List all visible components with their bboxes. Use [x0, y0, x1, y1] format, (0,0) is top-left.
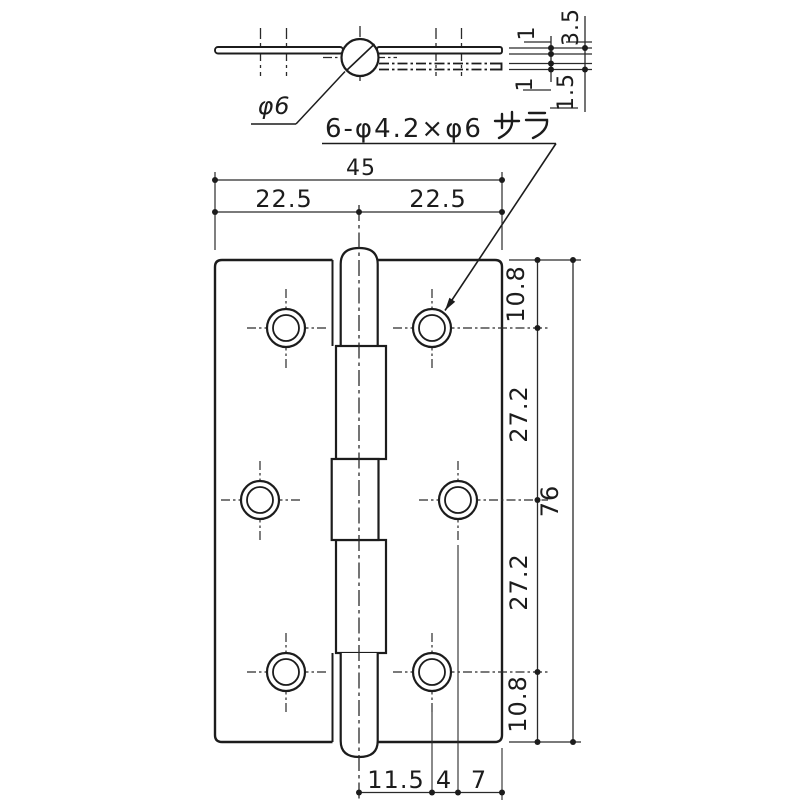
kana-ra-glyph	[524, 111, 549, 140]
dim-overall-width: 45	[346, 156, 376, 181]
dim-dot	[534, 325, 541, 331]
dim-hole-to-bottom-edge: 10.8	[504, 675, 532, 732]
upper-leaf-bar	[376, 46, 503, 55]
left-leaf-outline	[213, 258, 333, 744]
dim-dot	[212, 177, 218, 183]
hole-middle-right	[419, 461, 548, 540]
dim-dot	[534, 497, 541, 503]
hole-drill	[246, 486, 274, 514]
dim-hole-pitch-upper: 27.2	[505, 385, 533, 442]
knuckle-segment	[334, 344, 388, 461]
dim-leaf-thickness-bottom: 1	[513, 77, 538, 92]
hole-callout-label: 6-φ4.2×φ6	[325, 114, 483, 144]
dim-dot	[582, 45, 588, 51]
dim-dot	[356, 209, 362, 215]
dim-leaf-offset: 1.5	[554, 73, 579, 111]
dim-hole-stagger: 4	[436, 766, 452, 794]
dim-center-to-hole: 11.5	[367, 766, 424, 794]
dim-dot	[534, 257, 541, 263]
knuckle-segment-middle	[330, 457, 380, 542]
hole-drill	[272, 314, 300, 342]
dim-overall-height: 76	[536, 485, 564, 518]
right-leaf-outline	[377, 258, 504, 744]
dim-half-width-right: 22.5	[409, 185, 466, 213]
hole-drill	[272, 658, 300, 686]
dim-half-width-left: 22.5	[255, 185, 312, 213]
pin-diameter-label: φ6	[257, 92, 290, 120]
front-view: 6-φ4.2×φ6 45 22.5 22.5	[212, 110, 581, 800]
hole-drill	[418, 658, 446, 686]
dim-dot	[548, 66, 554, 73]
dim-dot	[570, 739, 576, 745]
dim-dot	[548, 45, 554, 51]
hole-bottom-right	[393, 633, 548, 712]
upper-leaf-bar	[214, 46, 344, 55]
dim-dot	[548, 60, 554, 67]
dim-dot	[455, 789, 461, 796]
dim-dot	[548, 51, 554, 57]
hole-drill	[444, 486, 472, 514]
dim-dot	[212, 209, 218, 215]
dim-leaf-thickness-top: 1	[515, 26, 540, 41]
callout-leader	[444, 143, 557, 311]
dim-dot	[534, 669, 541, 675]
hole-drill	[418, 314, 446, 342]
dim-dot	[499, 177, 505, 183]
dim-overall-thickness: 3.5	[559, 8, 584, 46]
side-view: φ6 1 3.5 1 1.5	[214, 8, 592, 125]
kana-sa-glyph	[493, 110, 521, 140]
dim-dot	[570, 257, 576, 263]
knuckle-segment	[334, 538, 388, 655]
dim-dot	[534, 739, 541, 745]
dim-dot	[499, 789, 505, 796]
dim-hole-to-edge: 7	[471, 766, 487, 794]
dim-dot	[582, 66, 588, 73]
dim-dot	[356, 789, 362, 796]
dim-top-edge-to-hole: 10.8	[502, 265, 530, 322]
dim-dot	[429, 789, 435, 796]
hole-middle-left	[221, 461, 300, 540]
hole-bottom-left	[247, 633, 326, 712]
dim-hole-pitch-lower: 27.2	[505, 553, 533, 610]
hole-top-left	[247, 289, 326, 368]
leader-line	[295, 70, 346, 125]
dim-dot	[499, 209, 505, 215]
hole-top-right	[393, 289, 548, 368]
pin-section-slash	[345, 43, 376, 72]
leader-arrowhead	[445, 297, 456, 311]
